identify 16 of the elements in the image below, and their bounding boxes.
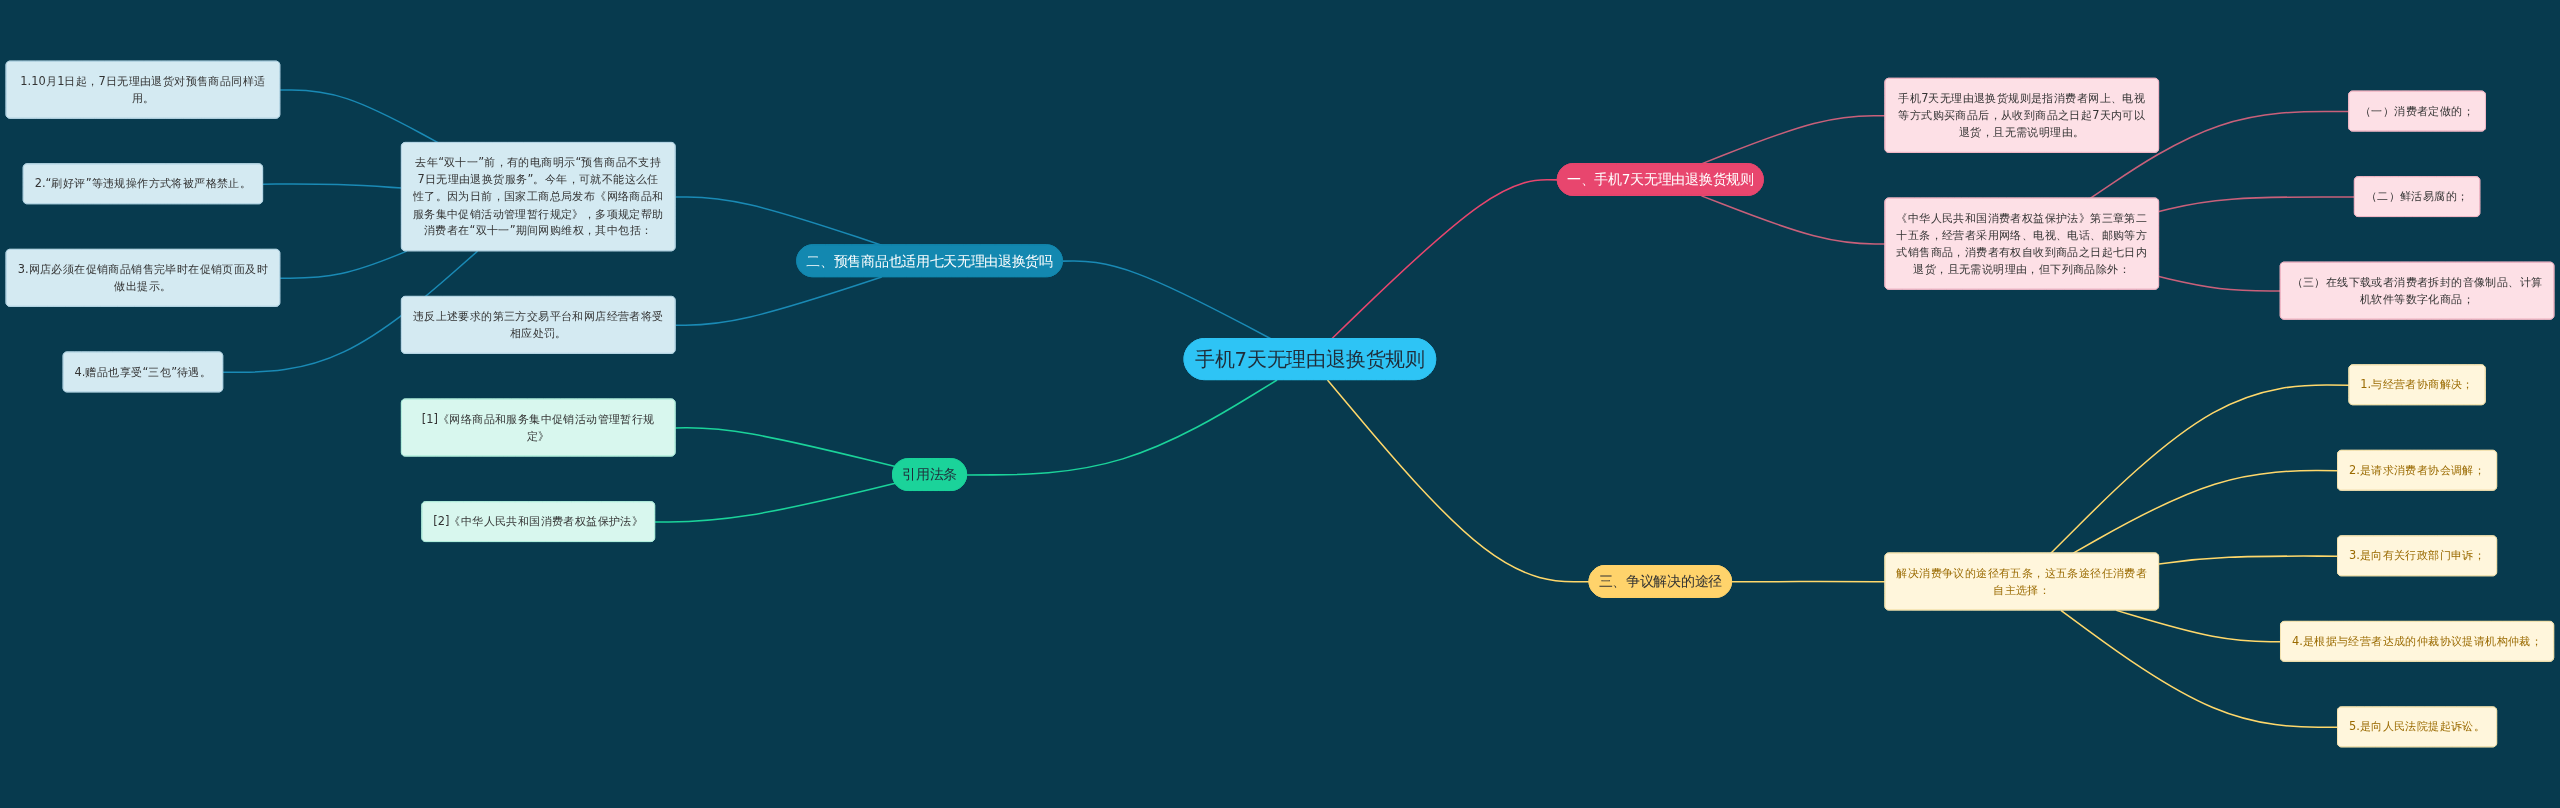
connector — [2158, 555, 2339, 565]
connector — [279, 250, 408, 279]
connector — [654, 482, 897, 523]
connector — [2158, 275, 2282, 292]
connector — [222, 250, 479, 374]
connector — [674, 276, 883, 327]
connector — [1326, 379, 1591, 583]
connector — [1330, 179, 1559, 340]
connector — [279, 89, 440, 144]
connector — [2089, 110, 2350, 200]
connector — [966, 379, 1278, 476]
connector — [2060, 609, 2339, 728]
connector — [262, 183, 403, 189]
connector — [674, 427, 897, 468]
connector — [2115, 609, 2282, 643]
connector — [2158, 196, 2356, 213]
